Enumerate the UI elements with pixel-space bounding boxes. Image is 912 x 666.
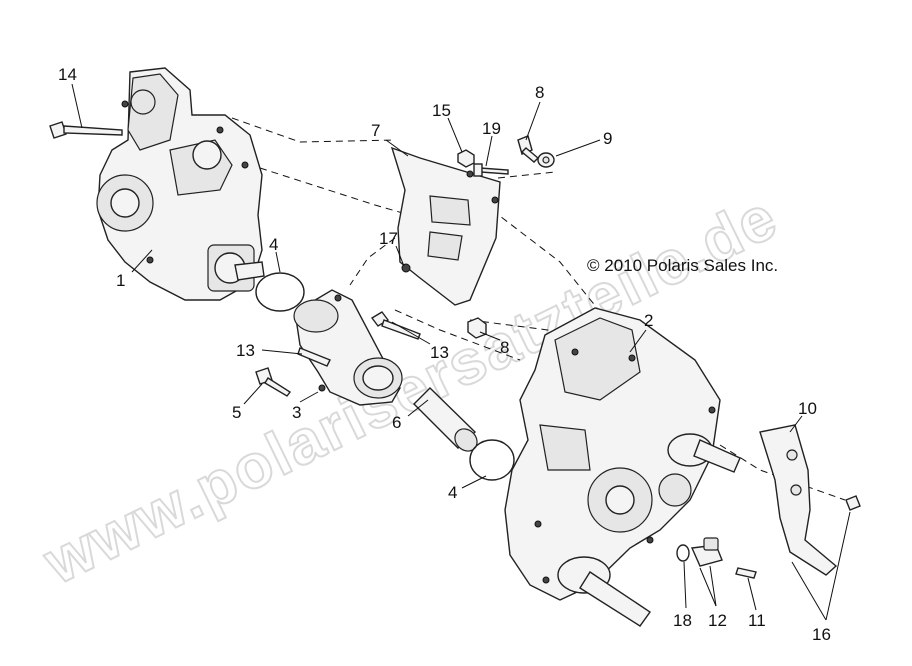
o-ring-part-4-lower: [469, 439, 515, 481]
callout-2: 2: [644, 311, 653, 330]
callout-4-upper: 4: [269, 235, 278, 254]
callout-9: 9: [603, 129, 612, 148]
leader-lines: [71, 83, 851, 621]
adapter-housing-part-3: [293, 289, 403, 406]
bracket-part-10: [759, 424, 838, 576]
bolt-part-8-upper: [517, 135, 540, 163]
callout-11: 11: [748, 611, 766, 630]
callout-14: 14: [58, 65, 77, 84]
bolt-part-14: [49, 121, 123, 139]
front-gearcase-part-1: [96, 67, 265, 301]
callout-15: 15: [432, 101, 451, 120]
o-ring-part-4-upper: [255, 272, 305, 312]
callout-5: 5: [232, 403, 241, 422]
callout-1: 1: [116, 271, 125, 290]
nut-part-15: [457, 149, 475, 168]
main-gearcase-part-2: [504, 307, 741, 627]
sensor-part-12: [690, 537, 723, 567]
copyright-text: © 2010 Polaris Sales Inc.: [587, 256, 778, 275]
callout-12: 12: [708, 611, 727, 630]
callout-3: 3: [292, 403, 301, 422]
screw-part-19: [473, 163, 509, 177]
callout-8-upper: 8: [535, 83, 544, 102]
bracket-part-7: [390, 146, 501, 306]
alignment-lines: [231, 117, 846, 501]
bolt-part-16: [845, 495, 861, 511]
callout-13-right: 13: [430, 343, 449, 362]
bolt-part-13-right: [370, 311, 421, 340]
screw-part-11: [735, 567, 757, 579]
callout-4-lower: 4: [448, 483, 457, 502]
callout-13-left: 13: [236, 341, 255, 360]
callout-16: 16: [812, 625, 831, 644]
shaft-part-6: [413, 387, 478, 452]
washer-part-9: [537, 152, 555, 168]
bolt-part-13-left: [297, 347, 331, 367]
callout-10: 10: [798, 399, 817, 418]
callout-17: 17: [379, 229, 398, 248]
bolt-part-5: [255, 367, 292, 397]
callout-6: 6: [392, 413, 401, 432]
callout-18: 18: [673, 611, 692, 630]
callout-7: 7: [371, 121, 380, 140]
o-ring-part-18: [676, 544, 690, 562]
callout-19: 19: [482, 119, 501, 138]
callout-8-lower: 8: [500, 338, 509, 357]
